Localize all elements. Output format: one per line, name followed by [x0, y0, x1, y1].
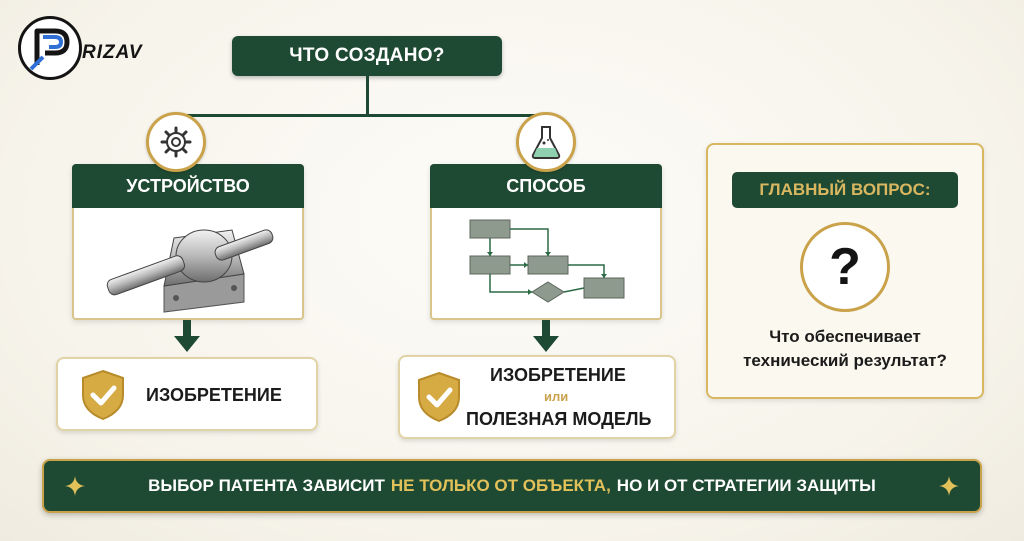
logo-p-icon: [29, 28, 70, 71]
connector-vertical-top: [366, 76, 369, 116]
flask-icon: [516, 112, 576, 172]
method-result-box: ИЗОБРЕТЕНИЕ или ПОЛЕЗНАЯ МОДЕЛЬ: [398, 355, 676, 439]
conclusion-banner: ВЫБОР ПАТЕНТА ЗАВИСИТ НЕ ТОЛЬКО ОТ ОБЪЕК…: [42, 459, 982, 513]
main-question-text: Что обеспечивает технический результат?: [712, 325, 978, 373]
device-result-box: ИЗОБРЕТЕНИЕ: [56, 357, 318, 431]
banner-part1: ВЫБОР ПАТЕНТА ЗАВИСИТ: [148, 476, 385, 495]
main-question-label: ГЛАВНЫЙ ВОПРОС:: [732, 172, 958, 208]
arrow-down-icon: [174, 320, 200, 352]
main-question-line2: технический результат?: [743, 351, 947, 370]
flowchart-illustration: [469, 219, 625, 303]
logo-text: RIZAV: [82, 42, 143, 63]
method-card: СПОСОБ: [430, 164, 662, 320]
method-result-or: или: [544, 389, 569, 404]
logo: RIZAV: [18, 16, 158, 82]
bearing-shaft-illustration: [106, 229, 274, 313]
arrow-down-icon: [533, 320, 559, 352]
banner-part2: НО И ОТ СТРАТЕГИИ ЗАЩИТЫ: [616, 476, 876, 495]
top-question: ЧТО СОЗДАНО?: [232, 36, 502, 76]
banner-highlight: НЕ ТОЛЬКО ОТ ОБЪЕКТА,: [390, 476, 611, 495]
gear-icon: [146, 112, 206, 172]
shield-check-icon: [418, 371, 460, 423]
logo-emblem: [18, 16, 82, 80]
device-card-header: УСТРОЙСТВО: [72, 164, 304, 208]
shield-check-icon: [82, 369, 124, 421]
question-mark-icon: ?: [800, 222, 890, 312]
device-card: УСТРОЙСТВО: [72, 164, 304, 320]
method-result-line1: ИЗОБРЕТЕНИЕ: [490, 365, 626, 385]
sparkle-icon: [65, 476, 85, 496]
connector-horizontal: [182, 114, 548, 117]
device-result-text: ИЗОБРЕТЕНИЕ: [146, 385, 282, 405]
sparkle-icon: [939, 476, 959, 496]
method-result-line2: ПОЛЕЗНАЯ МОДЕЛЬ: [466, 409, 652, 429]
main-question-line1: Что обеспечивает: [769, 327, 921, 346]
